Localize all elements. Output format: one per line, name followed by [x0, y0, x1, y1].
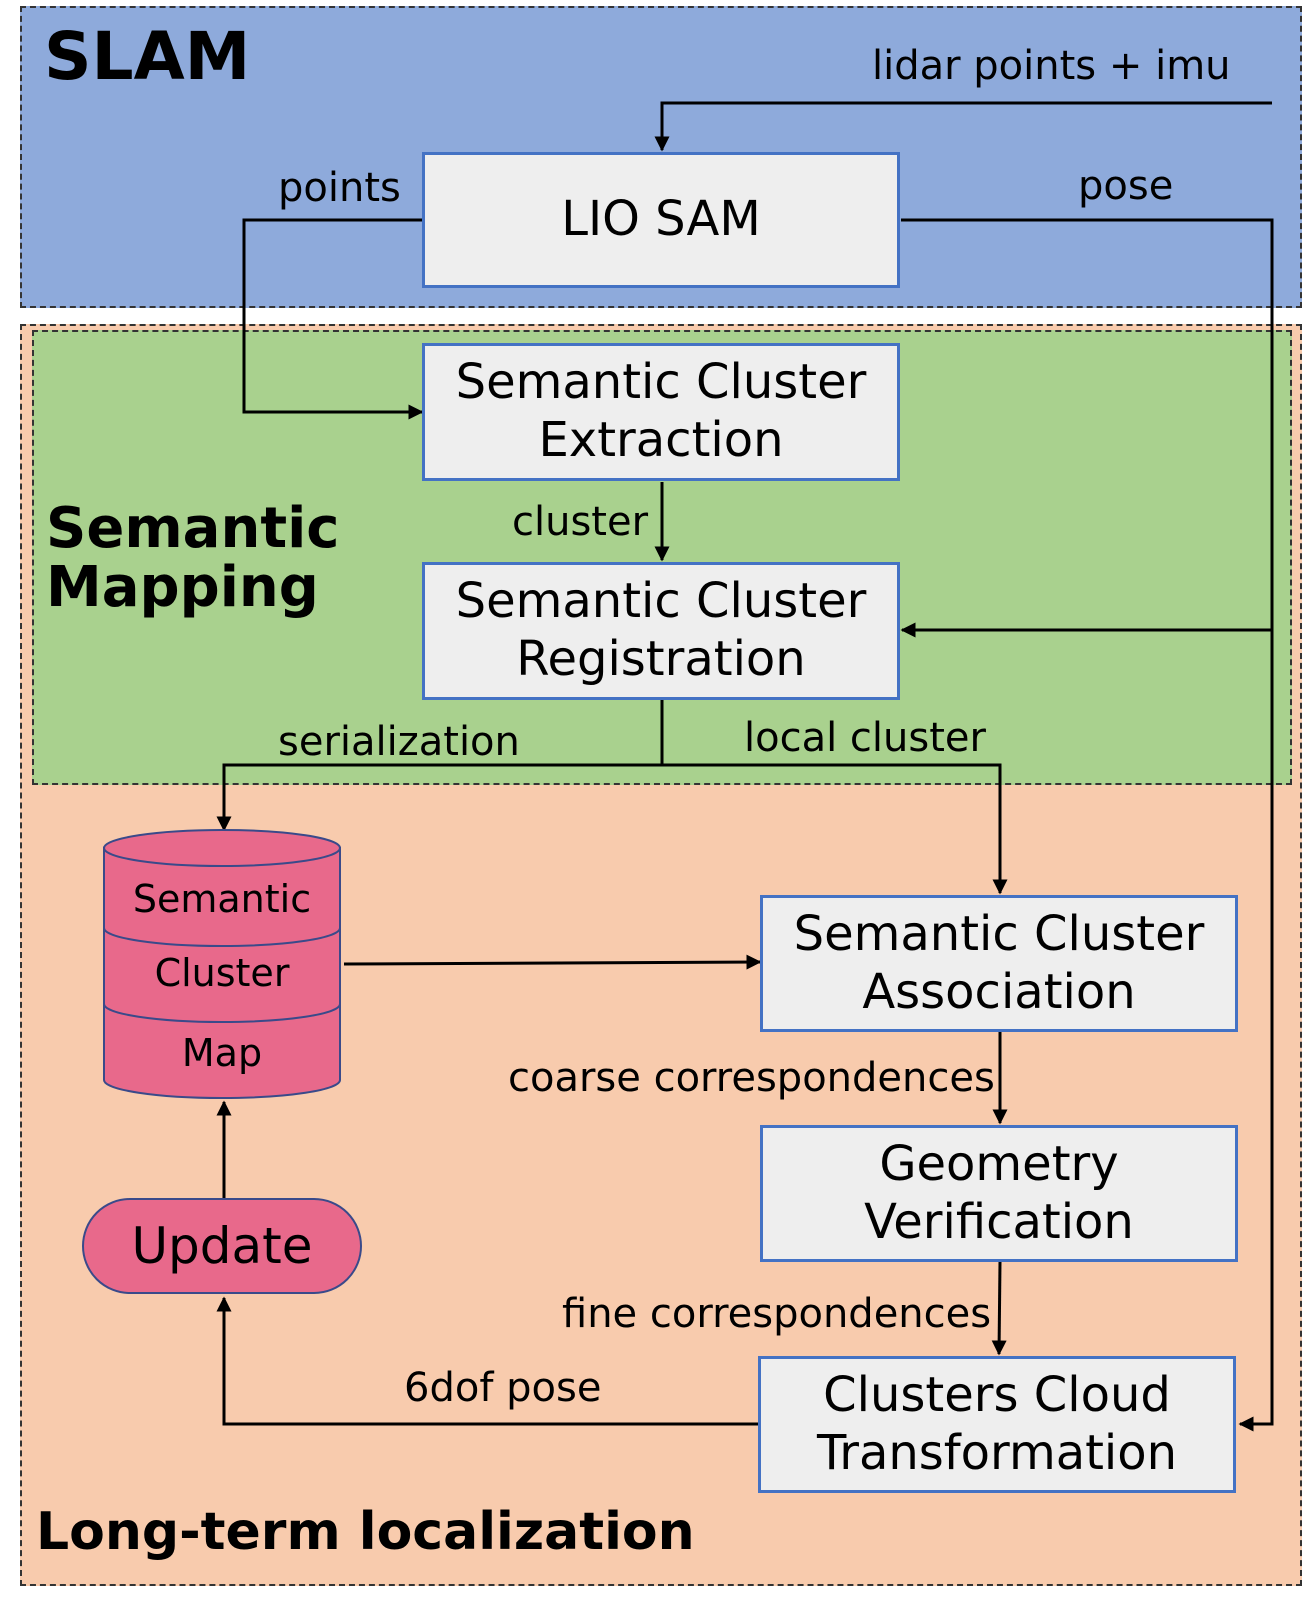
- label-points: points: [278, 165, 401, 211]
- label-cluster: cluster: [512, 499, 649, 545]
- local-cluster-arrow: [662, 763, 1008, 895]
- label-coarse-correspondences: coarse correspondences: [508, 1055, 995, 1101]
- label-lidar-points-imu: lidar points + imu: [872, 43, 1231, 89]
- sixdof-arrow: [216, 1296, 758, 1426]
- points-arrow: [242, 218, 424, 420]
- label-serialization: serialization: [278, 719, 520, 765]
- database-line-semantic: Semantic: [132, 877, 312, 921]
- geometry-verification-box: Geometry Verification: [760, 1125, 1238, 1262]
- localization-title: Long-term localization: [36, 1502, 695, 1562]
- serialization-arrow: [216, 700, 664, 832]
- label-local-cluster: local cluster: [744, 715, 986, 761]
- semantic-cluster-association-box: Semantic Cluster Association: [760, 895, 1238, 1032]
- pose-line: [901, 218, 1274, 1432]
- database-line-map: Map: [181, 1031, 263, 1075]
- label-fine-correspondences: fine correspondences: [562, 1291, 992, 1337]
- label-pose: pose: [1078, 163, 1174, 209]
- clusters-cloud-transformation-box: Clusters Cloud Transformation: [758, 1356, 1236, 1493]
- semantic-cluster-registration-box: Semantic Cluster Registration: [422, 562, 900, 700]
- semantic-cluster-map-database: [103, 829, 341, 1099]
- semantic-cluster-extraction-box: Semantic Cluster Extraction: [422, 343, 900, 481]
- semantic-mapping-title: Semantic Mapping: [46, 496, 340, 620]
- map-to-association-arrow: [343, 954, 762, 970]
- update-node: Update: [82, 1198, 362, 1294]
- input-arrow: [654, 101, 1272, 152]
- fine-arrow: [991, 1261, 1007, 1356]
- slam-title: SLAM: [44, 18, 251, 95]
- lio-sam-box: LIO SAM: [422, 152, 900, 288]
- label-6dof-pose: 6dof pose: [404, 1365, 602, 1411]
- database-line-cluster: Cluster: [154, 951, 290, 995]
